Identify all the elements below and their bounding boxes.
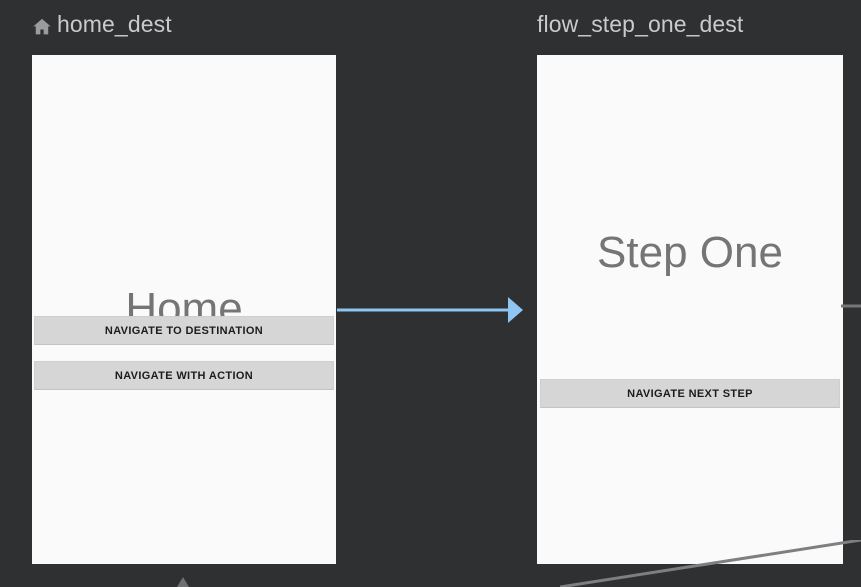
home-icon xyxy=(31,16,53,38)
destination-card-home-dest[interactable]: Home NAVIGATE TO DESTINATION NAVIGATE WI… xyxy=(32,55,336,564)
destination-label-text: flow_step_one_dest xyxy=(537,11,744,37)
navigate-next-step-button[interactable]: NAVIGATE NEXT STEP xyxy=(540,379,840,408)
action-line-flow-step-one-outgoing[interactable] xyxy=(841,296,861,316)
destination-card-flow-step-one-dest[interactable]: Step One NAVIGATE NEXT STEP xyxy=(537,55,843,564)
destination-label-text: home_dest xyxy=(57,11,172,37)
navigate-to-destination-button[interactable]: NAVIGATE TO DESTINATION xyxy=(34,316,334,345)
navigate-with-action-button[interactable]: NAVIGATE WITH ACTION xyxy=(34,361,334,390)
destination-label-home-dest[interactable]: home_dest xyxy=(31,13,172,36)
screen-title-step-one: Step One xyxy=(597,228,783,277)
destination-label-flow-step-one-dest[interactable]: flow_step_one_dest xyxy=(537,13,743,36)
action-arrow-home-to-flow-step-one[interactable] xyxy=(330,292,530,328)
action-arrowhead-offscreen-incoming xyxy=(177,577,189,587)
